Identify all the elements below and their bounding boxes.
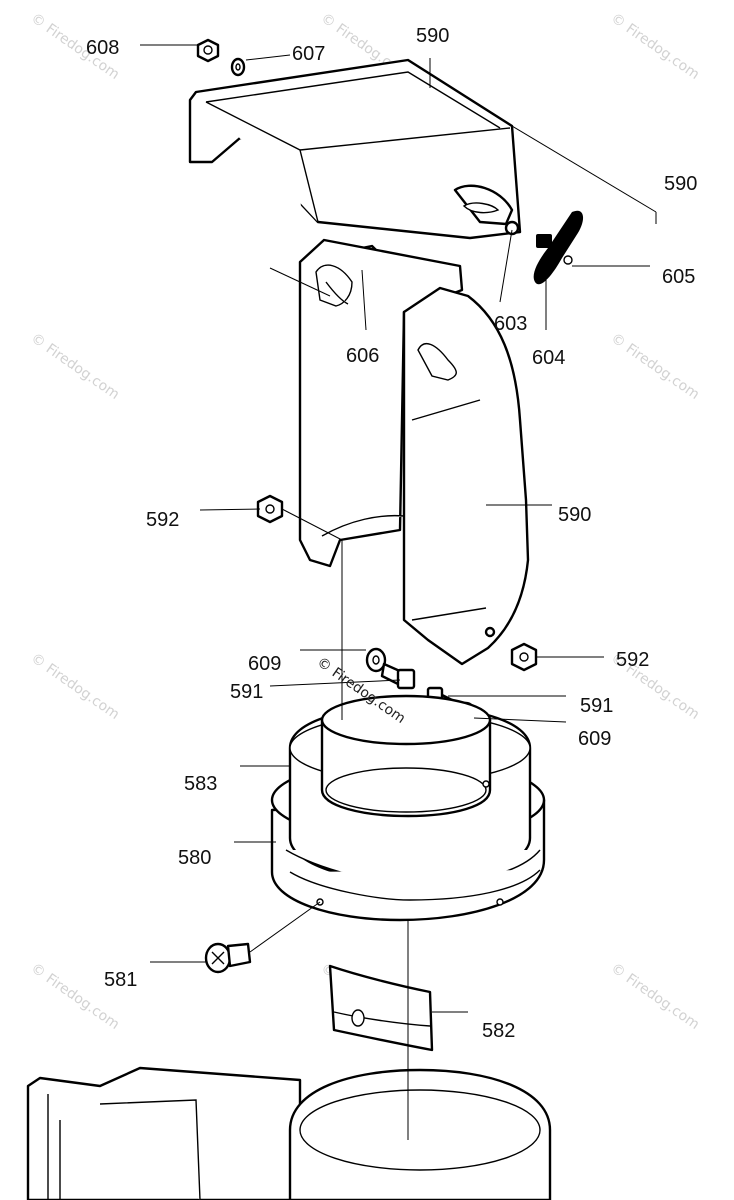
clamp-582-part	[328, 964, 434, 1052]
callout-583: 583	[184, 773, 217, 795]
callout-592-left: 592	[146, 509, 179, 531]
washer-605-part	[563, 255, 573, 265]
watermark-text: © Firedog.com	[608, 960, 702, 1033]
screw-581-part	[204, 942, 252, 974]
callout-580: 580	[178, 847, 211, 869]
chute-front-panel	[402, 286, 530, 666]
callout-609-right: 609	[578, 728, 611, 750]
callout-606: 606	[346, 345, 379, 367]
callout-590-top: 590	[416, 25, 449, 47]
auger-housing-part	[26, 1066, 552, 1200]
chute-band	[321, 514, 405, 537]
callout-590-middle: 590	[558, 504, 591, 526]
callout-582: 582	[482, 1020, 515, 1042]
callout-604: 604	[532, 347, 565, 369]
callout-608: 608	[86, 37, 119, 59]
watermark-text: © Firedog.com	[28, 650, 122, 723]
callout-labels: 608 607 590 590 605 603 604 606 592 590 …	[86, 25, 697, 1042]
callout-591-left: 591	[230, 681, 263, 703]
nut-592-left-part	[256, 494, 284, 524]
callout-592-right: 592	[616, 649, 649, 671]
nut-608-part	[196, 38, 220, 63]
callout-581: 581	[104, 969, 137, 991]
rotation-ring-part	[270, 694, 546, 922]
chute-back-panel	[298, 238, 464, 568]
callout-591-right: 591	[580, 695, 613, 717]
nut-592-right-part	[510, 642, 538, 672]
callout-603: 603	[494, 313, 527, 335]
leader-lines	[140, 44, 657, 1140]
watermark-text: © Firedog.com	[608, 10, 702, 83]
knob-604-part	[533, 210, 584, 285]
callout-605: 605	[662, 266, 695, 288]
watermark-text: © Firedog.com	[608, 330, 702, 403]
upper-deflector-part	[188, 58, 522, 240]
callout-607: 607	[292, 43, 325, 65]
washer-607-part	[230, 57, 246, 77]
watermark-text: © Firedog.com	[28, 330, 122, 403]
callout-609-left: 609	[248, 653, 281, 675]
callout-590-right: 590	[664, 173, 697, 195]
